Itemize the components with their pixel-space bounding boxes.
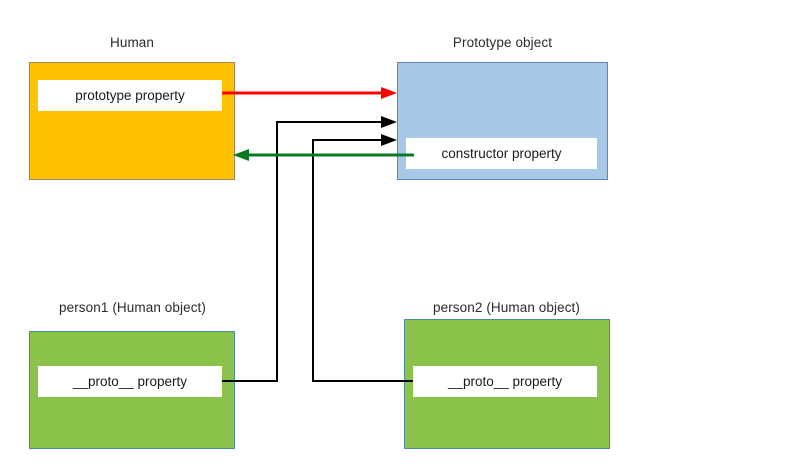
prop-person2-proto-property[interactable]: __proto__ property bbox=[413, 366, 597, 397]
edge-constructor bbox=[233, 149, 414, 161]
caption-prototype-object: Prototype object bbox=[452, 35, 553, 50]
caption-person2: person2 (Human object) bbox=[432, 300, 581, 315]
caption-human: Human bbox=[109, 35, 155, 50]
edge-prototype bbox=[222, 87, 397, 99]
edge-person1-proto bbox=[222, 116, 397, 382]
prop-constructor-property[interactable]: constructor property bbox=[406, 138, 597, 169]
prop-person1-proto-property[interactable]: __proto__ property bbox=[38, 366, 222, 397]
caption-person1: person1 (Human object) bbox=[58, 300, 207, 315]
prop-prototype-property[interactable]: prototype property bbox=[38, 80, 222, 111]
